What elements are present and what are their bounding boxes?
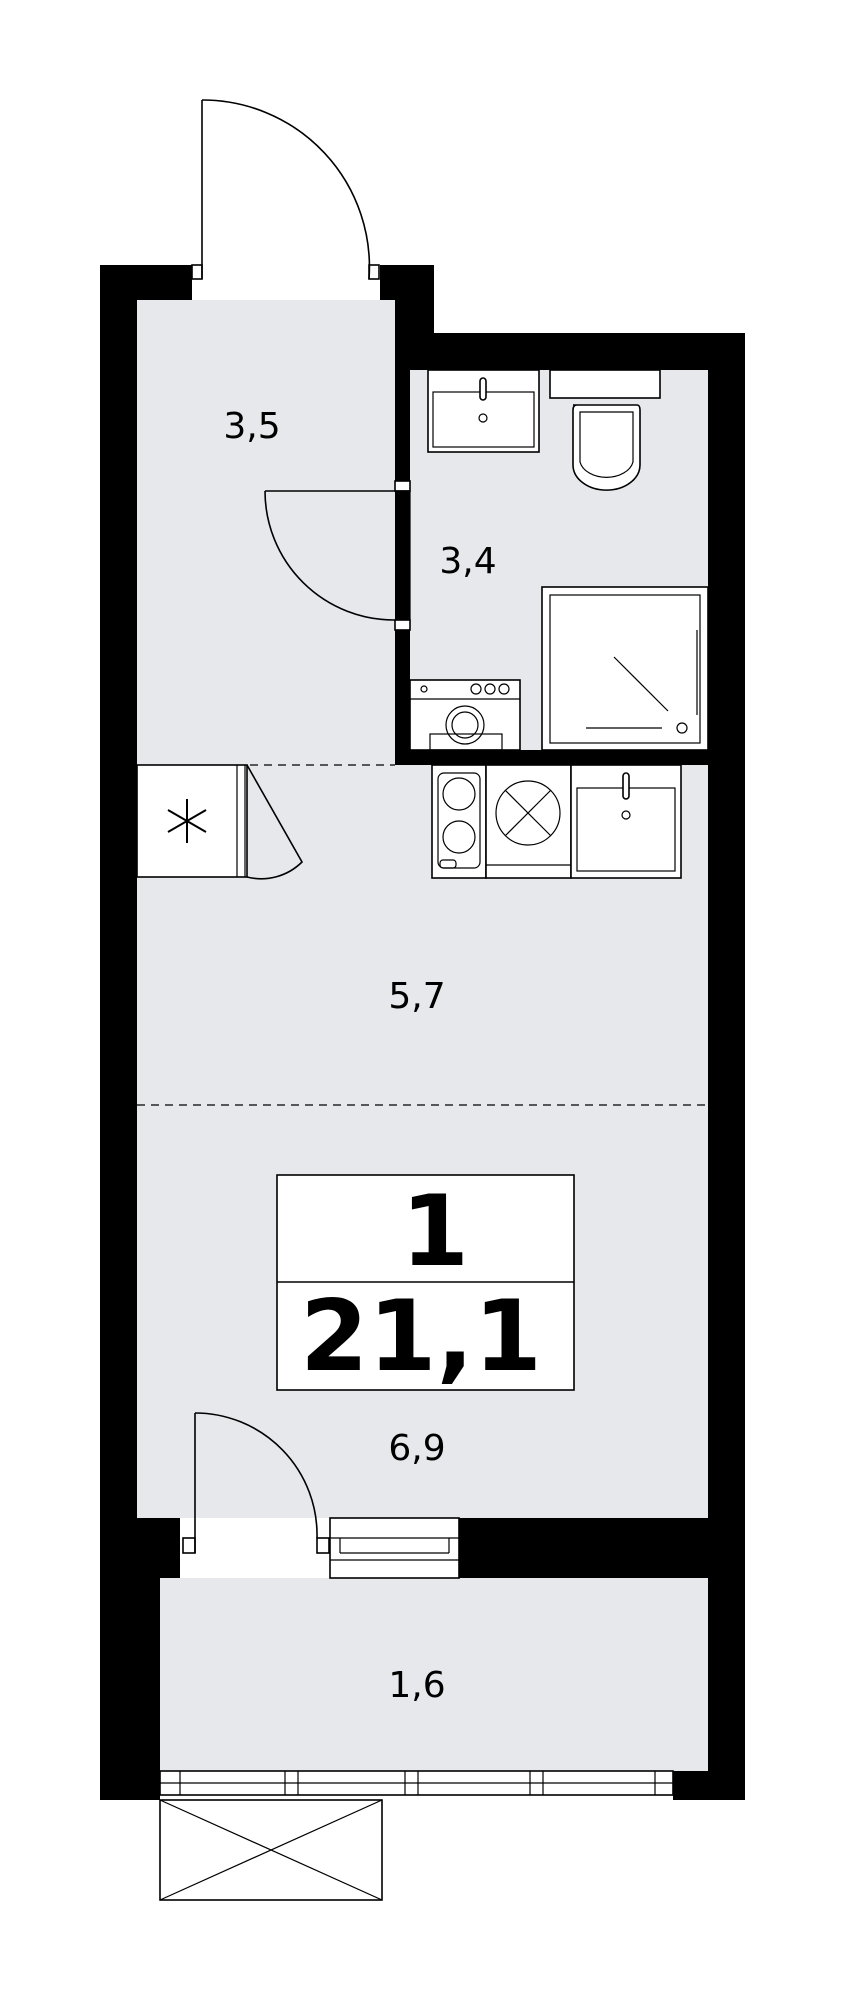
washing-machine	[409, 679, 521, 751]
hall-floor	[137, 300, 395, 765]
area-label-living: 6,9	[388, 1428, 445, 1469]
toilet	[549, 369, 661, 491]
wall-top-bath	[395, 333, 745, 370]
balcony-window	[329, 1517, 460, 1579]
wall-balcony-left	[100, 1518, 160, 1800]
wall-right	[708, 333, 745, 1800]
wall-hall-bath	[395, 370, 410, 765]
entrance-door	[191, 99, 380, 280]
floor-areas	[137, 300, 710, 1771]
ac-unit-outside	[159, 1799, 383, 1901]
kitchen-sink	[570, 764, 682, 879]
wall-bottom-right	[673, 1771, 745, 1800]
bath-sink	[427, 369, 540, 453]
area-label-bathroom: 3,4	[439, 541, 496, 582]
total-area: 21,1	[300, 1280, 542, 1394]
balcony-floor	[160, 1578, 710, 1771]
main-room-floor	[137, 765, 708, 1518]
snowflake-icon	[167, 799, 207, 843]
stove	[431, 764, 487, 879]
balcony-railing	[159, 1770, 674, 1796]
hob	[485, 764, 572, 879]
area-label-balcony: 1,6	[388, 1665, 445, 1706]
balcony-door	[182, 1412, 330, 1554]
walls	[100, 265, 745, 1800]
wall-balcony-right-stub	[455, 1518, 708, 1578]
zone-dividers	[137, 764, 708, 1106]
wall-top-left	[100, 265, 192, 300]
area-label-kitchen: 5,7	[388, 976, 445, 1017]
shower	[541, 586, 709, 751]
bathroom-door	[264, 480, 411, 631]
wall-bath-bottom	[395, 750, 708, 765]
rooms-count: 1	[401, 1175, 469, 1289]
refrigerator	[136, 764, 303, 880]
summary-box: 1 21,1	[276, 1174, 575, 1394]
area-label-hall: 3,5	[223, 406, 280, 447]
